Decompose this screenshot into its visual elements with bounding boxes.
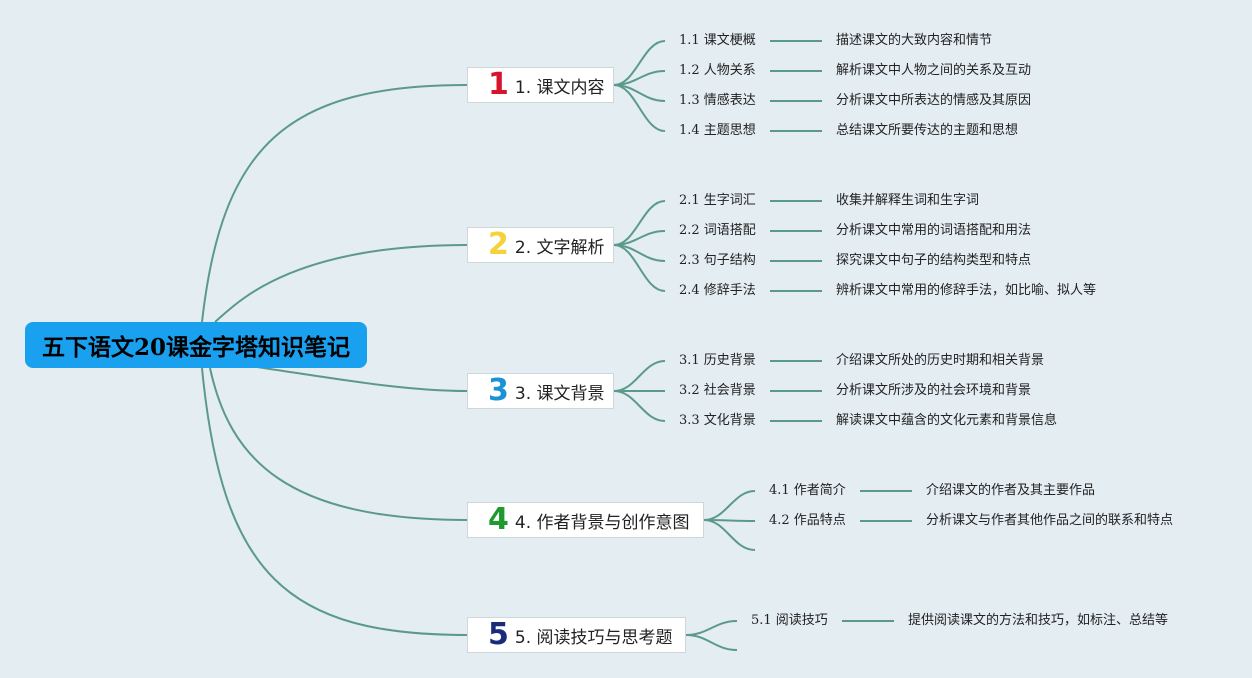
branch-sub-connector (703, 490, 756, 521)
branch-sub-connector (613, 360, 666, 392)
branch-sub-connector (613, 244, 666, 292)
sub-topic-description[interactable]: 探究课文中句子的结构类型和特点 (836, 253, 1032, 268)
sub-topic[interactable]: 2.4 修辞手法 (679, 283, 756, 298)
branch-label: 3. 课文背景 (514, 383, 605, 404)
sub-topic-description[interactable]: 分析课文中常用的词语搭配和用法 (836, 223, 1032, 238)
sub-topic-description[interactable]: 收集并解释生词和生字词 (836, 193, 980, 208)
branch-sub-connector (613, 84, 666, 132)
branch-sub-connector (685, 620, 738, 636)
branch-sub-connector (613, 390, 666, 422)
sub-topic[interactable]: 1.4 主题思想 (679, 123, 756, 138)
sub-topic[interactable]: 1.1 课文梗概 (679, 33, 756, 48)
root-branch-connector (201, 367, 468, 636)
branch-label: 2. 文字解析 (514, 237, 605, 258)
branch-number-badge: 5 (488, 617, 509, 652)
root-node[interactable]: 五下语文20课金字塔知识笔记 (25, 322, 367, 368)
branch-sub-connector (703, 519, 756, 551)
sub-topic[interactable]: 3.3 文化背景 (679, 413, 756, 428)
branch-number-badge: 3 (488, 373, 509, 408)
sub-topic-description[interactable]: 分析课文所涉及的社会环境和背景 (836, 383, 1032, 398)
branch-sub-connector (685, 634, 738, 651)
sub-topic-description[interactable]: 解读课文中蕴含的文化元素和背景信息 (836, 413, 1058, 428)
root-branch-connector (249, 365, 468, 392)
sub-topic-description[interactable]: 描述课文的大致内容和情节 (836, 33, 993, 48)
branch-label: 1. 课文内容 (514, 77, 605, 98)
sub-topic-description[interactable]: 解析课文中人物之间的关系及互动 (836, 63, 1032, 78)
branch-label: 4. 作者背景与创作意图 (514, 512, 690, 533)
sub-topic-description[interactable]: 分析课文中所表达的情感及其原因 (836, 93, 1032, 108)
branch-number-badge: 4 (488, 502, 509, 537)
sub-topic-description[interactable]: 总结课文所要传达的主题和思想 (836, 123, 1019, 138)
sub-topic-description[interactable]: 分析课文与作者其他作品之间的联系和特点 (926, 513, 1174, 528)
root-branch-connector (209, 367, 468, 521)
branch-number-badge: 1 (488, 67, 509, 102)
sub-topic[interactable]: 4.2 作品特点 (769, 513, 846, 528)
sub-topic-description[interactable]: 提供阅读课文的方法和技巧，如标注、总结等 (908, 613, 1169, 628)
sub-topic[interactable]: 2.2 词语搭配 (679, 223, 756, 238)
sub-topic[interactable]: 2.3 句子结构 (679, 253, 756, 268)
sub-topic-description[interactable]: 介绍课文的作者及其主要作品 (926, 483, 1096, 498)
sub-topic[interactable]: 3.2 社会背景 (679, 383, 756, 398)
sub-topic[interactable]: 2.1 生字词汇 (679, 193, 756, 208)
root-branch-connector (214, 244, 468, 323)
sub-topic[interactable]: 3.1 历史背景 (679, 353, 756, 368)
sub-topic-description[interactable]: 辨析课文中常用的修辞手法，如比喻、拟人等 (836, 283, 1097, 298)
sub-topic[interactable]: 1.2 人物关系 (679, 63, 756, 78)
root-title: 五下语文20课金字塔知识笔记 (41, 334, 350, 361)
sub-topic[interactable]: 1.3 情感表达 (679, 93, 756, 108)
sub-topic[interactable]: 4.1 作者简介 (769, 483, 846, 498)
branch-label: 5. 阅读技巧与思考题 (514, 627, 673, 648)
root-branch-connector (201, 84, 468, 323)
branch-number-badge: 2 (488, 227, 509, 262)
sub-topic-description[interactable]: 介绍课文所处的历史时期和相关背景 (836, 353, 1045, 368)
sub-topic[interactable]: 5.1 阅读技巧 (751, 613, 828, 628)
